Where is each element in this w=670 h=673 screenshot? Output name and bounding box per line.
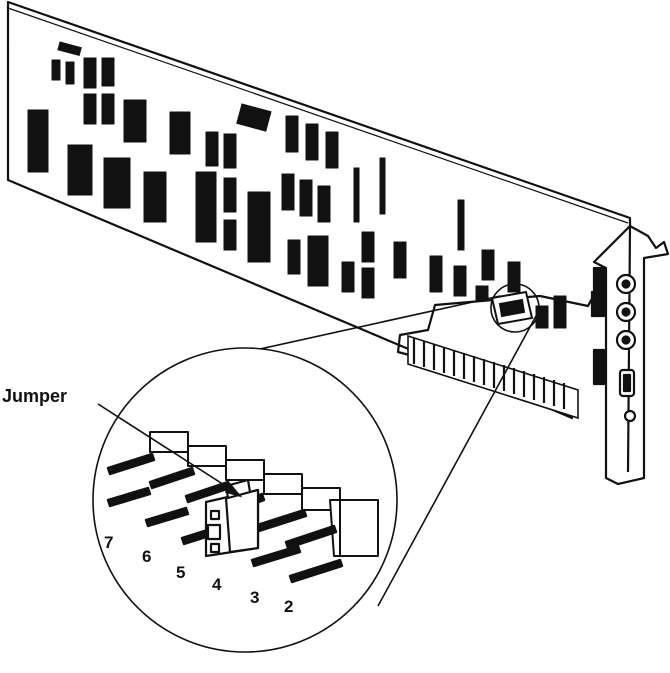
- jumper-block: [204, 478, 260, 558]
- pin-number-4: 4: [212, 575, 222, 594]
- pin-number-6: 6: [142, 547, 151, 566]
- jumper-callout-arrow: [97, 403, 243, 498]
- board-jumper: [490, 290, 534, 326]
- pin-number-3: 3: [250, 588, 259, 607]
- pin-header: [106, 431, 379, 584]
- edge-connector: [407, 334, 579, 420]
- board-chips: [27, 41, 567, 329]
- pin-number-2: 2: [284, 597, 293, 616]
- pin-number-7: 7: [104, 533, 113, 552]
- pin-number-5: 5: [176, 563, 185, 582]
- magnifier: [92, 283, 540, 653]
- jumper-label: Jumper: [2, 386, 67, 406]
- mounting-bracket: [590, 224, 670, 486]
